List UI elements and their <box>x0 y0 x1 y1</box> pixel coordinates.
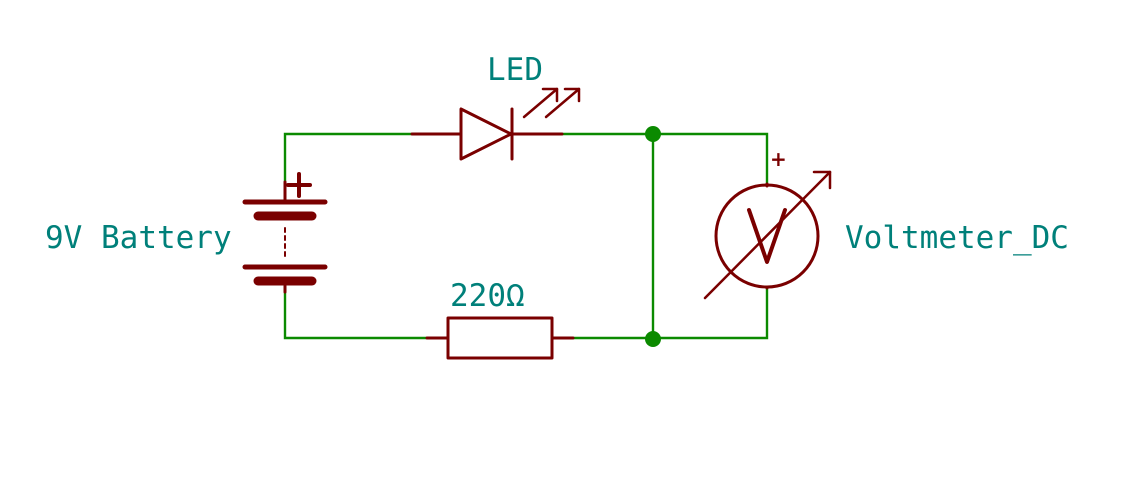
resistor-label: 220Ω <box>450 278 525 314</box>
resistor-symbol <box>425 316 575 360</box>
led-symbol <box>410 87 581 161</box>
voltmeter-arrow-icon <box>703 170 832 300</box>
wire-to-voltmeter-bottom <box>651 286 769 340</box>
junction-top <box>645 126 661 142</box>
led-label: LED <box>487 52 543 88</box>
voltmeter-symbol-text: V <box>767 249 768 251</box>
resistor-body-icon <box>446 316 554 360</box>
voltmeter-symbol <box>703 170 832 300</box>
wire-top-left <box>283 132 414 202</box>
voltmeter-polarity-mark: + <box>770 147 787 171</box>
battery-label: 9V Battery <box>45 220 232 256</box>
voltmeter-v-icon <box>747 208 787 264</box>
led-triangle-icon <box>459 107 513 161</box>
wire-bottom-left <box>283 284 429 340</box>
voltmeter-label: Voltmeter_DC <box>845 220 1069 256</box>
battery-symbol <box>242 172 328 294</box>
junction-bottom <box>645 331 661 347</box>
wire-to-voltmeter-top <box>651 132 769 186</box>
wires <box>283 132 769 341</box>
led-emission-arrows-icon <box>522 87 581 119</box>
